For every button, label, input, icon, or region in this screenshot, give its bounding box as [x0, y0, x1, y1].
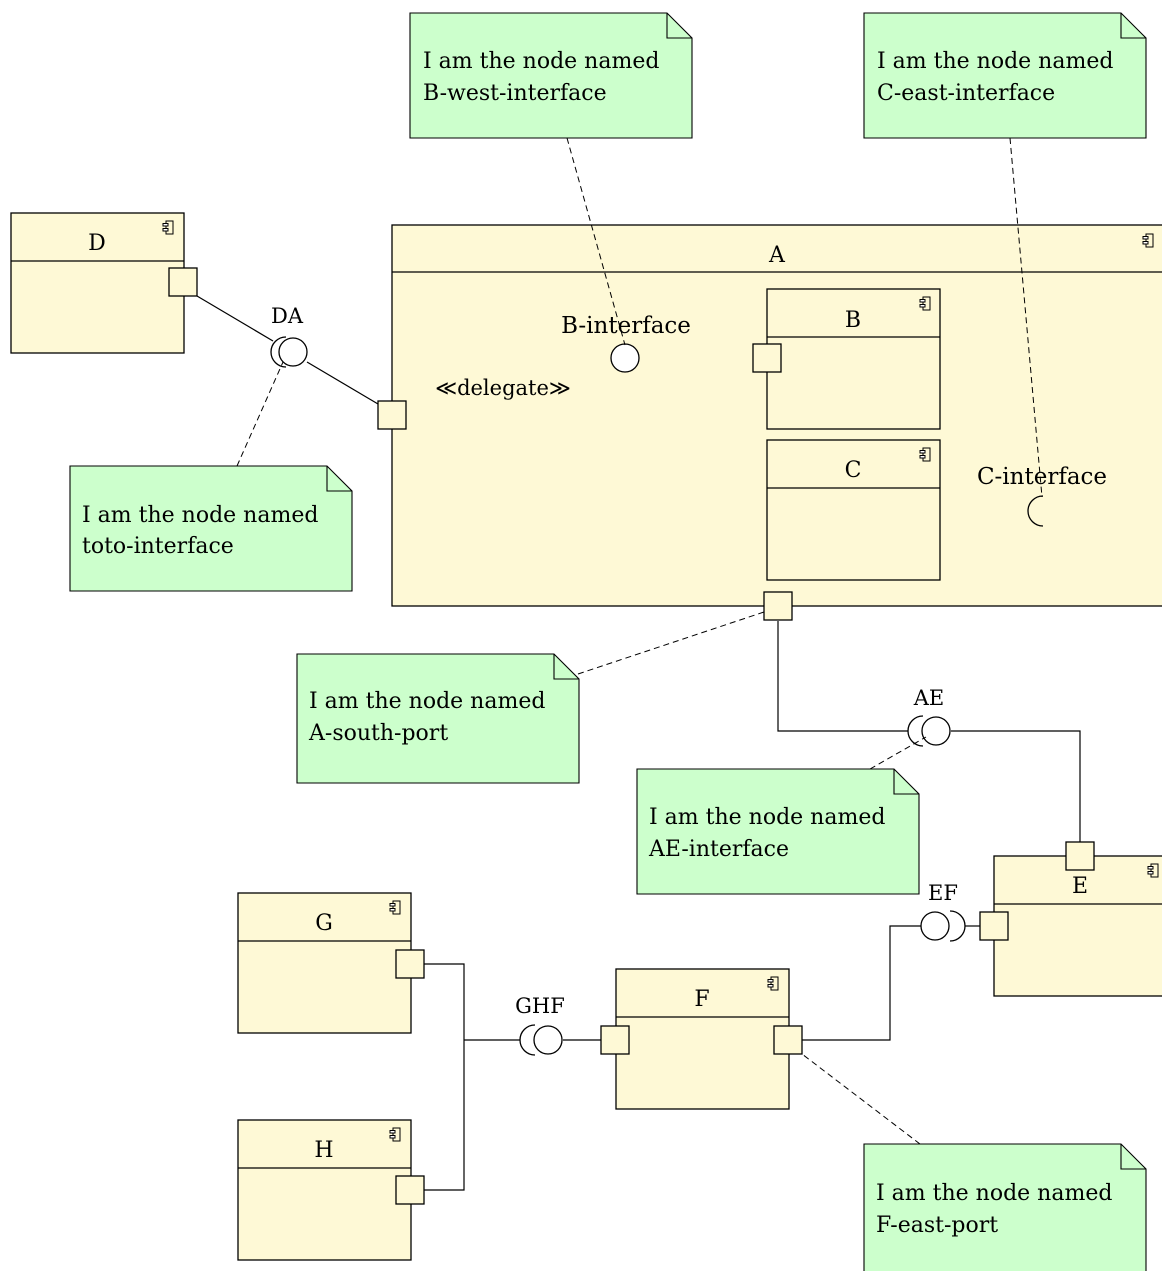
c-interface-label: C-interface	[977, 464, 1107, 490]
connector-ae-e	[951, 730, 1081, 842]
component-d-name: D	[88, 231, 106, 256]
note-line: C-east-interface	[877, 81, 1055, 106]
ef-label: EF	[928, 881, 958, 905]
note-line: toto-interface	[82, 534, 234, 559]
d-east-port[interactable]	[168, 267, 198, 297]
connector-f-ef	[802, 925, 921, 1041]
component-b[interactable]: B	[766, 288, 941, 430]
note-link-c-east	[1009, 137, 1043, 498]
component-c-name: C	[845, 458, 862, 483]
component-h[interactable]: H	[237, 1119, 412, 1261]
connector-g-ghf	[424, 963, 465, 1040]
note-c-east-interface: I am the node named C-east-interface	[863, 12, 1147, 139]
note-b-west-interface: I am the node named B-west-interface	[409, 12, 693, 139]
ef-interface[interactable]	[920, 910, 966, 942]
note-f-east-port: I am the node named F-east-port	[863, 1143, 1147, 1271]
connector-h-ghf	[424, 1040, 465, 1191]
note-line: F-east-port	[876, 1213, 998, 1238]
g-east-port[interactable]	[395, 949, 425, 979]
note-line: I am the node named	[309, 689, 545, 714]
ghf-interface[interactable]	[519, 1024, 563, 1056]
f-east-port[interactable]	[773, 1025, 803, 1055]
note-ae-interface: I am the node named AE-interface	[636, 768, 920, 895]
note-a-south-port: I am the node named A-south-port	[296, 653, 580, 784]
e-north-port[interactable]	[1065, 841, 1095, 871]
note-link-f-east	[801, 1053, 921, 1145]
f-west-port[interactable]	[600, 1025, 630, 1055]
component-c[interactable]: C	[766, 439, 941, 581]
component-g[interactable]: G	[237, 892, 412, 1034]
note-line: AE-interface	[648, 837, 789, 862]
b-west-port[interactable]	[752, 343, 782, 373]
a-south-port[interactable]	[763, 591, 793, 621]
component-e-name: E	[1072, 874, 1088, 899]
note-link-a-south	[577, 611, 765, 675]
note-line: A-south-port	[308, 721, 448, 746]
component-f-name: F	[694, 987, 709, 1012]
component-h-name: H	[314, 1138, 333, 1163]
da-label: DA	[271, 304, 304, 328]
ae-label: AE	[913, 686, 945, 710]
component-e[interactable]: E	[993, 855, 1162, 997]
b-interface-label: B-interface	[561, 313, 691, 339]
note-link-ae	[869, 736, 927, 770]
ghf-label: GHF	[515, 994, 565, 1018]
connector-a-ae	[777, 621, 908, 732]
c-interface-socket[interactable]	[1027, 495, 1044, 527]
note-line: I am the node named	[82, 503, 318, 528]
note-line: I am the node named	[649, 805, 885, 830]
note-link-b-west	[566, 137, 626, 346]
note-link-toto	[236, 361, 284, 467]
component-a-name: A	[768, 243, 786, 268]
e-west-port[interactable]	[979, 911, 1009, 941]
component-g-name: G	[315, 911, 333, 936]
component-f[interactable]: F	[615, 968, 790, 1110]
component-d[interactable]: D	[10, 212, 185, 354]
connector-da-a	[306, 361, 379, 405]
component-b-name: B	[845, 308, 861, 333]
b-interface-ball[interactable]	[610, 343, 640, 373]
note-line: I am the node named	[423, 49, 659, 74]
a-west-port[interactable]	[377, 400, 407, 430]
note-line: I am the node named	[876, 1181, 1112, 1206]
note-line: B-west-interface	[423, 81, 607, 106]
delegate-stereotype: ≪delegate≫	[435, 376, 571, 400]
h-east-port[interactable]	[395, 1175, 425, 1205]
note-line: I am the node named	[877, 49, 1113, 74]
connector-d-da	[196, 295, 274, 342]
ae-interface[interactable]	[907, 715, 951, 747]
da-interface[interactable]	[270, 336, 308, 368]
note-toto-interface: I am the node named toto-interface	[69, 465, 353, 592]
